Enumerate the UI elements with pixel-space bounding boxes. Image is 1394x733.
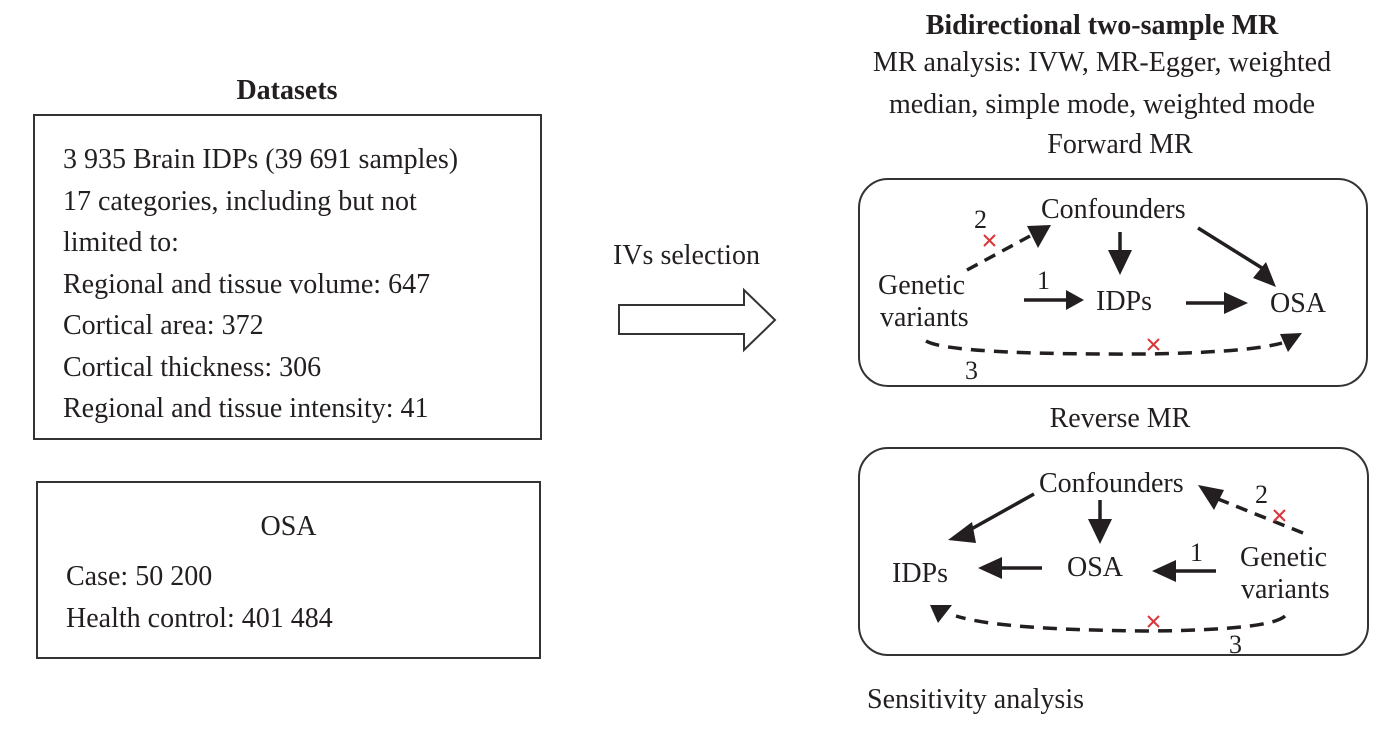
osa-line: Health control: 401 484 [66, 602, 333, 634]
reverse-confounders-node: Confounders [1039, 468, 1184, 499]
forward-mr-label: Forward MR [1047, 129, 1193, 160]
osa-line: Case: 50 200 [66, 561, 213, 592]
reverse-path-number-3: 3 [1229, 630, 1242, 659]
osa-lines: Case: 50 200 Health control: 401 484 [66, 556, 333, 639]
brain-idp-lines: 3 935 Brain IDPs (39 691 samples) 17 cat… [63, 139, 458, 430]
reverse-path-number-2: 2 [1255, 480, 1268, 509]
forward-mr-box [858, 178, 1368, 387]
datasets-title: Datasets [236, 75, 338, 106]
forward-path-number-1: 1 [1037, 266, 1050, 295]
forward-path-number-3: 3 [965, 356, 978, 385]
osa-dataset-box: OSA Case: 50 200 Health control: 401 484 [36, 481, 541, 659]
ivs-selection-label: IVs selection [613, 240, 760, 271]
reverse-mr-label: Reverse MR [1049, 403, 1191, 434]
forward-genetic-node-line-1: Genetic [878, 270, 966, 301]
reverse-mr-box [858, 447, 1369, 656]
reverse-osa-node: OSA [1067, 552, 1124, 583]
idp-line: limited to: [63, 227, 179, 258]
mr-analysis-line-2: median, simple mode, weighted mode [888, 89, 1316, 120]
reverse-path-number-1: 1 [1190, 538, 1203, 567]
sensitivity-analysis-label: Sensitivity analysis [867, 684, 1084, 715]
reverse-genetic-node-line-1: Genetic [1240, 542, 1328, 573]
idp-line: 3 935 Brain IDPs (39 691 samples) [63, 144, 459, 175]
idp-line: Regional and tissue volume: 647 [63, 268, 431, 300]
forward-path-number-2: 2 [974, 205, 987, 234]
idp-line: Regional and tissue intensity: 41 [63, 393, 429, 424]
mr-title: Bidirectional two-sample MR [925, 10, 1279, 41]
forward-idps-node: IDPs [1096, 286, 1153, 317]
osa-box-title: OSA [260, 511, 317, 542]
brain-idp-dataset-box: 3 935 Brain IDPs (39 691 samples) 17 cat… [33, 114, 542, 440]
idp-line: Cortical area: 372 [63, 310, 264, 341]
forward-osa-node: OSA [1270, 288, 1327, 319]
idp-line: Cortical thickness: 306 [63, 351, 322, 383]
reverse-idps-node: IDPs [892, 558, 949, 589]
mr-analysis-line-1: MR analysis: IVW, MR-Egger, weighted [872, 47, 1332, 78]
forward-confounders-node: Confounders [1041, 194, 1186, 225]
idp-line: 17 categories, including but not [63, 185, 417, 217]
reverse-genetic-node-line-2: variants [1241, 574, 1330, 605]
forward-genetic-node-line-2: variants [880, 302, 969, 333]
